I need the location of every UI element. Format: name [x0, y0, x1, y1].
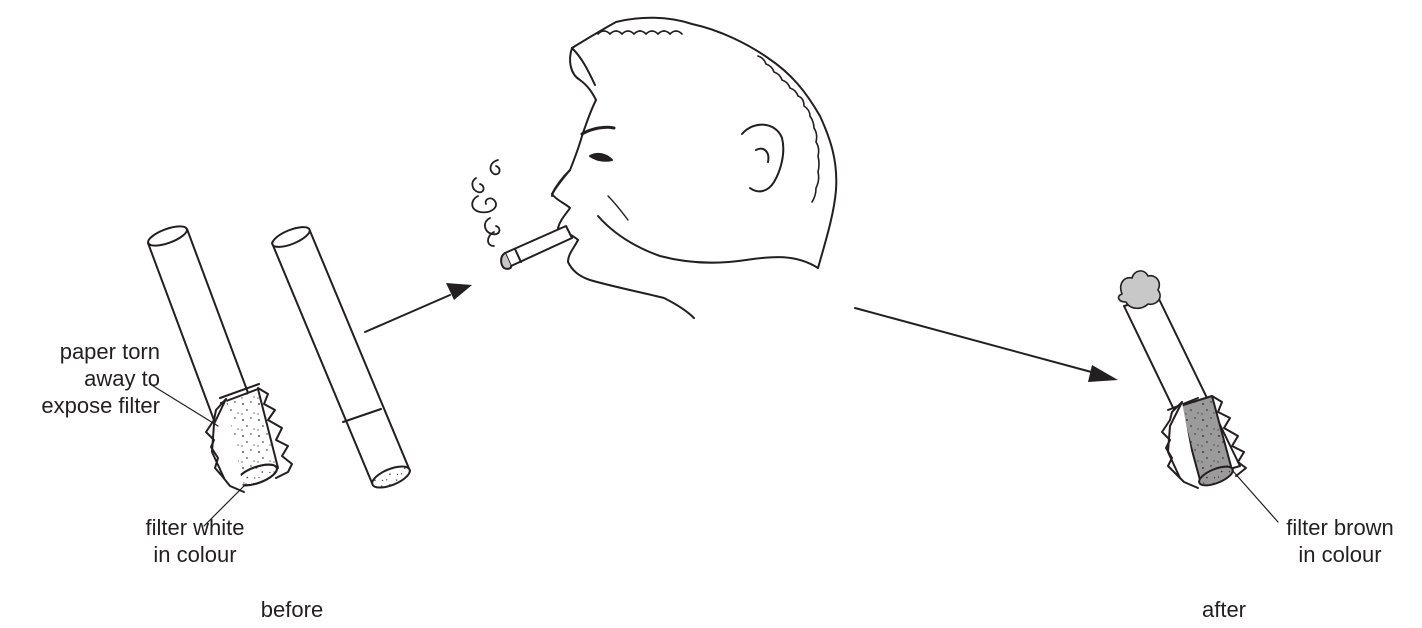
label-filter-white: filter white in colour	[140, 514, 250, 568]
smoke-swirls	[471, 159, 501, 247]
label-filter-brown-line2: in colour	[1298, 542, 1382, 567]
arrow-to-smoker	[364, 283, 472, 333]
label-paper-torn-line3: expose filter	[41, 393, 160, 418]
label-filter-white-line2: in colour	[153, 542, 237, 567]
cigarette-smoked-brown-filter	[1117, 270, 1247, 489]
leader-paper-torn	[149, 383, 219, 427]
cigarette-in-mouth	[500, 225, 573, 270]
label-filter-brown: filter brown in colour	[1262, 514, 1418, 568]
label-paper-torn: paper torn away to expose filter	[0, 338, 160, 419]
leader-filter-brown	[1231, 469, 1279, 523]
label-before: before	[260, 597, 324, 622]
label-after: after	[1201, 597, 1247, 622]
label-filter-white-line1: filter white	[145, 515, 245, 540]
arrow-to-after	[854, 307, 1118, 382]
cigarette-torn-white-filter	[147, 225, 293, 493]
label-paper-torn-line2: away to	[84, 366, 160, 391]
cigarette-unsmoked	[271, 226, 411, 489]
label-filter-brown-line1: filter brown	[1286, 515, 1394, 540]
leader-filter-white	[203, 483, 247, 527]
smoker-figure	[551, 16, 838, 319]
label-paper-torn-line1: paper torn	[59, 339, 160, 364]
